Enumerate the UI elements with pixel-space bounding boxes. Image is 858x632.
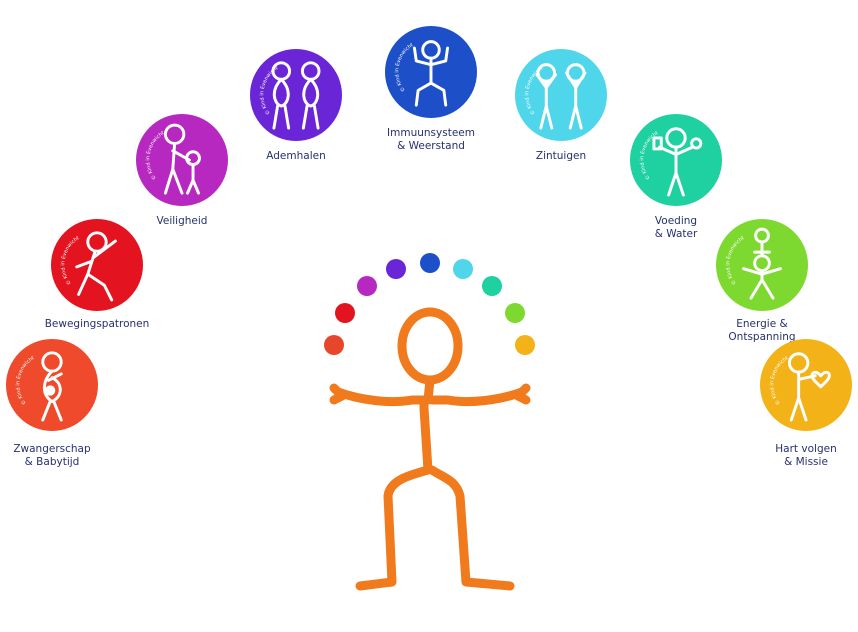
juggling-ball bbox=[420, 253, 440, 273]
juggler-figure-icon bbox=[329, 307, 531, 591]
senses-figures-icon: © Kind in Evenwicht bbox=[524, 63, 587, 130]
juggling-ball bbox=[357, 276, 377, 296]
topic-circle: © Kind in Evenwicht bbox=[51, 219, 143, 311]
moving-figure-icon: © Kind in Evenwicht bbox=[60, 231, 117, 302]
juggling-ball bbox=[482, 276, 502, 296]
topic-circle: © Kind in Evenwicht bbox=[760, 339, 852, 431]
copyright-text: © Kind in Evenwicht bbox=[15, 355, 35, 406]
juggling-ball bbox=[386, 259, 406, 279]
copyright-text: © Kind in Evenwicht bbox=[769, 355, 789, 406]
topic-label: Zwangerschap & Babytijd bbox=[13, 443, 91, 468]
topic-circle: © Kind in Evenwicht bbox=[716, 219, 808, 311]
topic-label: Veiligheid bbox=[156, 215, 208, 227]
topic-label: Immuunsysteem & Weerstand bbox=[387, 127, 475, 152]
strong-figure-icon: © Kind in Evenwicht bbox=[394, 40, 450, 107]
copyright-text: © Kind in Evenwicht bbox=[524, 65, 544, 116]
topic-circle: © Kind in Evenwicht bbox=[630, 114, 722, 206]
copyright-text: © Kind in Evenwicht bbox=[725, 235, 745, 286]
topic-circle: © Kind in Evenwicht bbox=[136, 114, 228, 206]
heart-figure-icon: © Kind in Evenwicht bbox=[769, 352, 831, 422]
parent-child-icon: © Kind in Evenwicht bbox=[145, 123, 201, 195]
pregnant-figure-icon: © Kind in Evenwicht bbox=[15, 351, 63, 422]
juggling-ball bbox=[515, 335, 535, 355]
juggling-ball bbox=[335, 303, 355, 323]
topic-circle: © Kind in Evenwicht bbox=[515, 49, 607, 141]
eating-figure-icon: © Kind in Evenwicht bbox=[639, 127, 703, 197]
juggling-ball bbox=[505, 303, 525, 323]
copyright-text: © Kind in Evenwicht bbox=[394, 42, 414, 93]
stacked-figures-icon: © Kind in Evenwicht bbox=[725, 227, 782, 300]
topic-label: Energie & Ontspanning bbox=[728, 318, 796, 343]
juggling-ball bbox=[453, 259, 473, 279]
topic-label: Voeding & Water bbox=[654, 215, 698, 240]
topic-label: Ademhalen bbox=[266, 150, 326, 162]
topic-label: Hart volgen & Missie bbox=[775, 443, 837, 468]
topic-label: Zintuigen bbox=[535, 150, 587, 162]
topic-circle: © Kind in Evenwicht bbox=[250, 49, 342, 141]
copyright-text: © Kind in Evenwicht bbox=[145, 130, 165, 181]
juggling-ball bbox=[324, 335, 344, 355]
topic-circle: © Kind in Evenwicht bbox=[385, 26, 477, 118]
topic-circle: © Kind in Evenwicht bbox=[6, 339, 98, 431]
breathing-figures-icon: © Kind in Evenwicht bbox=[259, 61, 321, 130]
topic-label: Bewegingspatronen bbox=[44, 318, 150, 330]
copyright-text: © Kind in Evenwicht bbox=[60, 235, 80, 286]
